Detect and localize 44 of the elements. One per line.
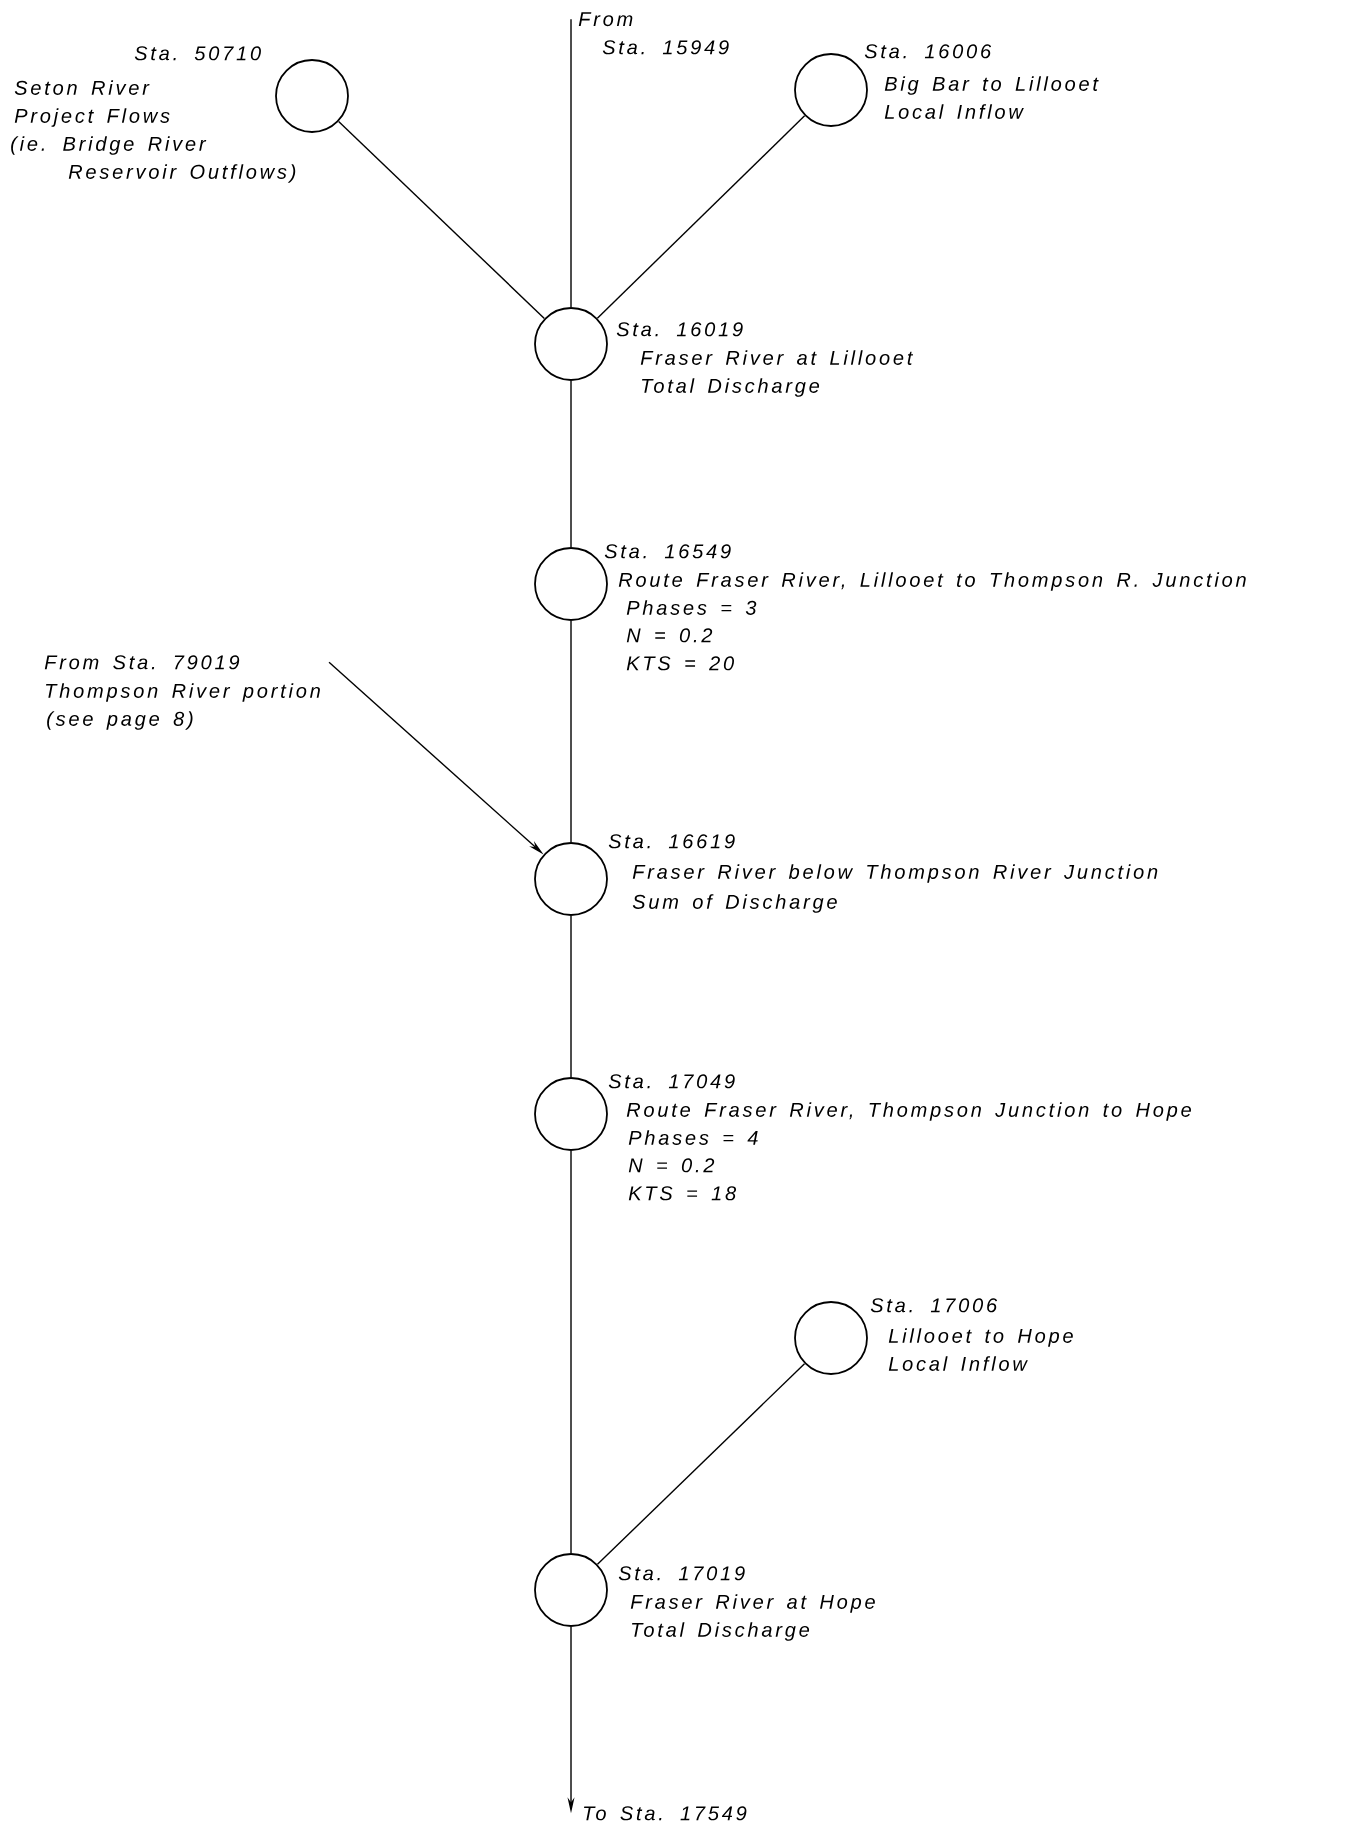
flow-line xyxy=(596,1363,806,1566)
note-text: (see page 8) xyxy=(47,711,193,730)
station-description: Local Inflow xyxy=(888,1356,1028,1371)
station-label: Sta. 16019 xyxy=(616,322,743,337)
flow-line xyxy=(570,620,572,843)
flow-line xyxy=(337,120,546,320)
station-description: (ie. Bridge River xyxy=(11,136,207,155)
station-label: Sta. 50710 xyxy=(134,46,261,61)
note-text: To Sta. 17549 xyxy=(584,1806,747,1821)
station-description: Fraser River at Hope xyxy=(630,1594,875,1613)
station-label: Sta. 17049 xyxy=(608,1074,735,1089)
station-label: Sta. 17006 xyxy=(870,1298,998,1313)
station-description: Fraser River below Thompson River Junction xyxy=(632,864,1158,883)
note-text: Thompson River portion xyxy=(46,683,320,702)
station-description: N = 0.2 xyxy=(626,628,713,643)
station-description: Sum of Discharge xyxy=(632,894,837,913)
station-description: Reservoir Outflows) xyxy=(68,164,296,183)
flow-line xyxy=(570,915,572,1078)
station-description: Big Bar to Lillooet xyxy=(884,76,1099,95)
station-description: Total Discharge xyxy=(632,1622,810,1641)
station-description: KTS = 20 xyxy=(626,656,734,671)
station-description: KTS = 18 xyxy=(628,1186,737,1201)
station-description: Local Inflow xyxy=(884,104,1024,119)
station-description: Phases = 3 xyxy=(626,600,757,615)
station-description: Fraser River at Lillooet xyxy=(640,350,914,365)
station-description: Seton River xyxy=(14,80,150,95)
station-label: Sta. 17019 xyxy=(618,1566,745,1581)
note-text: From Sta. 79019 xyxy=(44,655,240,670)
station-label: Sta. 16006 xyxy=(864,44,992,59)
station-description: Lillooet to Hope xyxy=(888,1328,1073,1347)
station-description: Route Fraser River, Thompson Junction to Hope xyxy=(626,1102,1191,1121)
flow-line xyxy=(570,18,572,308)
station-description: N = 0.2 xyxy=(628,1158,715,1173)
station-description: Project Flows xyxy=(14,108,170,127)
flow-line xyxy=(570,380,572,548)
note-text: From xyxy=(578,12,633,27)
station-description: Total Discharge xyxy=(642,378,820,397)
station-label: Sta. 16549 xyxy=(604,544,731,559)
station-description: Phases = 4 xyxy=(628,1130,758,1145)
station-label: Sta. 16619 xyxy=(608,834,735,849)
flow-line xyxy=(570,1150,572,1554)
note-text: Sta. 15949 xyxy=(602,40,729,55)
station-description: Route Fraser River, Lillooet to Thompson R. Junction xyxy=(618,572,1246,591)
flow-line xyxy=(596,115,806,319)
